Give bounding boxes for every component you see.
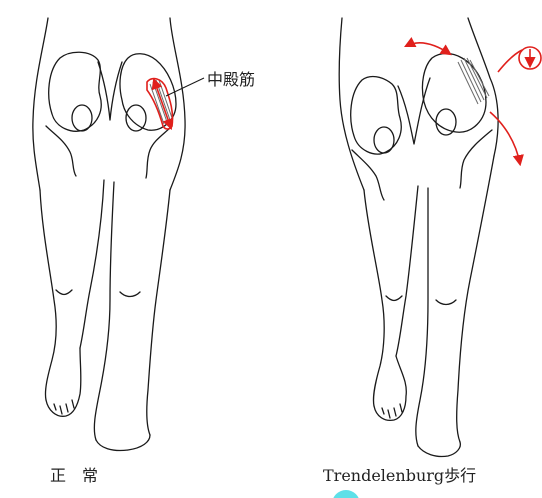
tb-left-foot — [373, 355, 407, 422]
muscle-callout-line — [165, 77, 205, 97]
tb-right-leg-outer — [456, 155, 495, 443]
tb-upper-arrow — [497, 49, 523, 73]
tb-left-leg-outer — [363, 189, 385, 407]
normal-right-foot — [95, 434, 151, 452]
trendelenburg-figure-body — [338, 17, 499, 458]
tb-trunk-right-edge — [467, 17, 499, 157]
tb-right-foot — [417, 441, 462, 458]
tb-gluteus-medius — [457, 57, 490, 105]
tb-motion-arrows — [403, 36, 542, 167]
trendelenburg-caption: Trendelenburg歩行 — [323, 466, 476, 485]
tb-pelvis-right — [421, 52, 487, 133]
tb-femur-left — [351, 149, 385, 201]
badge-dot — [333, 490, 359, 498]
tb-left-leg-inner — [395, 185, 419, 357]
tb-down-indicator — [518, 46, 542, 70]
normal-trunk-right-edge — [169, 17, 186, 191]
normal-right-leg-outer — [146, 189, 171, 436]
normal-left-foot — [45, 347, 82, 417]
normal-left-leg-outer — [39, 189, 57, 401]
tb-pelvis-left — [350, 75, 402, 155]
normal-right-leg-inner — [93, 181, 115, 441]
tb-obturator-left — [373, 126, 395, 154]
normal-trunk-left-edge — [32, 17, 49, 191]
tb-obturator-right — [435, 108, 457, 136]
normal-contraction-arrow — [151, 77, 174, 131]
normal-obturator-right — [125, 104, 147, 132]
normal-femur-left — [45, 125, 77, 177]
normal-pelvis-left — [48, 51, 102, 132]
normal-femur-right — [145, 125, 173, 179]
muscle-label: 中殿筋 — [207, 70, 255, 89]
tb-pelvis-drop-arrow — [403, 36, 452, 56]
normal-gluteus-medius — [146, 77, 174, 131]
normal-figure — [32, 17, 186, 452]
normal-sacrum — [97, 61, 123, 121]
tb-trunk-left-edge — [338, 17, 365, 191]
normal-left-leg-inner — [79, 179, 105, 349]
normal-obturator-left — [71, 104, 93, 132]
normal-caption: 正 常 — [50, 466, 98, 485]
tb-hip-arrow — [489, 111, 524, 167]
tb-right-leg-inner — [415, 187, 429, 447]
tb-femur-right — [459, 129, 493, 189]
tb-sacrum — [397, 77, 431, 145]
